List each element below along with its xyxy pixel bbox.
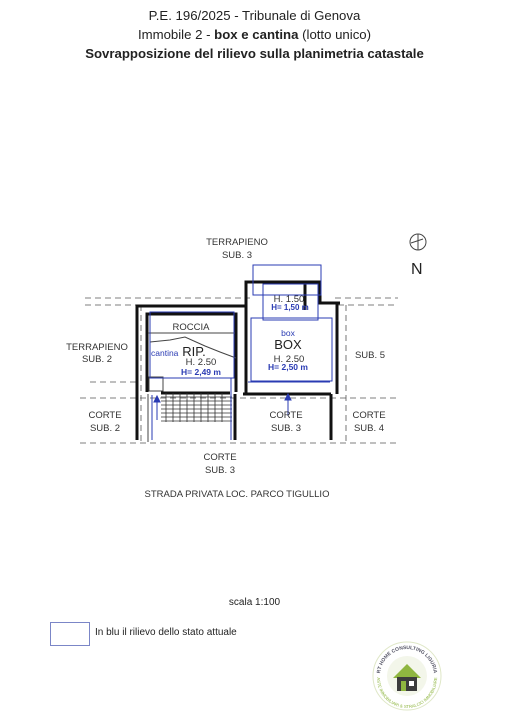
rip-height: H. 2.50 [186, 357, 217, 368]
corte-right-label-1: CORTE [352, 410, 385, 421]
box-height-measured: H= 2,50 m [268, 362, 308, 372]
rip-label: RIP. [182, 344, 206, 359]
company-logo: RT HOME CONSULTING LIGURIA ASTE IMMOBILI… [372, 641, 442, 711]
plan-labels: TERRAPIENO SUB. 3 TERRAPIENO SUB. 2 SUB.… [66, 237, 385, 500]
legend-swatch [50, 622, 90, 646]
scale-label: scala 1:100 [228, 597, 281, 608]
terrapieno-left-label-1: TERRAPIENO [66, 342, 128, 353]
header-case-number: P.E. 196/2025 - Tribunale di Genova [148, 8, 361, 23]
street-label: STRADA PRIVATA LOC. PARCO TIGULLIO [145, 489, 330, 500]
walls [135, 280, 340, 440]
cantina-label: cantina [151, 348, 179, 358]
rip-height-measured: H= 2,49 m [181, 367, 221, 377]
corte-mid-label-2: SUB. 3 [271, 423, 301, 434]
box-height: H. 2.50 [274, 354, 305, 365]
entrance-arrows [153, 392, 292, 420]
corte-mid-label-1: CORTE [269, 410, 302, 421]
box-small-label: box [281, 328, 295, 338]
corte-left-label-2: SUB. 2 [90, 423, 120, 434]
terrapieno-left-label-2: SUB. 2 [82, 354, 112, 365]
header-property-bold: box e cantina [214, 27, 299, 42]
sub5-label: SUB. 5 [355, 350, 385, 361]
inner-lines [147, 332, 237, 442]
corte-bottom-label-2: SUB. 3 [205, 465, 235, 476]
header-property: Immobile 2 - box e cantina (lotto unico) [137, 27, 372, 42]
terrapieno-top-label-2: SUB. 3 [222, 250, 252, 261]
roccia-label: ROCCIA [173, 322, 211, 333]
corte-right-label-2: SUB. 4 [354, 423, 384, 434]
box-top-height: H. 1.50 [274, 294, 305, 305]
box-label: BOX [274, 337, 302, 352]
box-top-height-measured: H= 1,50 m [271, 303, 309, 312]
north-arrow-icon: N [409, 233, 427, 278]
drawing-header: P.E. 196/2025 - Tribunale di Genova Immo… [0, 6, 509, 63]
legend-text: In blu il rilievo dello stato attuale [95, 627, 237, 638]
north-label: N [411, 261, 423, 278]
terrapieno-top-label-1: TERRAPIENO [206, 237, 268, 248]
header-title: Sovrapposizione del rilievo sulla planim… [85, 46, 424, 61]
corte-bottom-label-1: CORTE [203, 452, 236, 463]
boundary-lines [80, 297, 400, 444]
corte-left-label-1: CORTE [88, 410, 121, 421]
survey-overlay [149, 264, 333, 440]
stairs [161, 393, 232, 422]
